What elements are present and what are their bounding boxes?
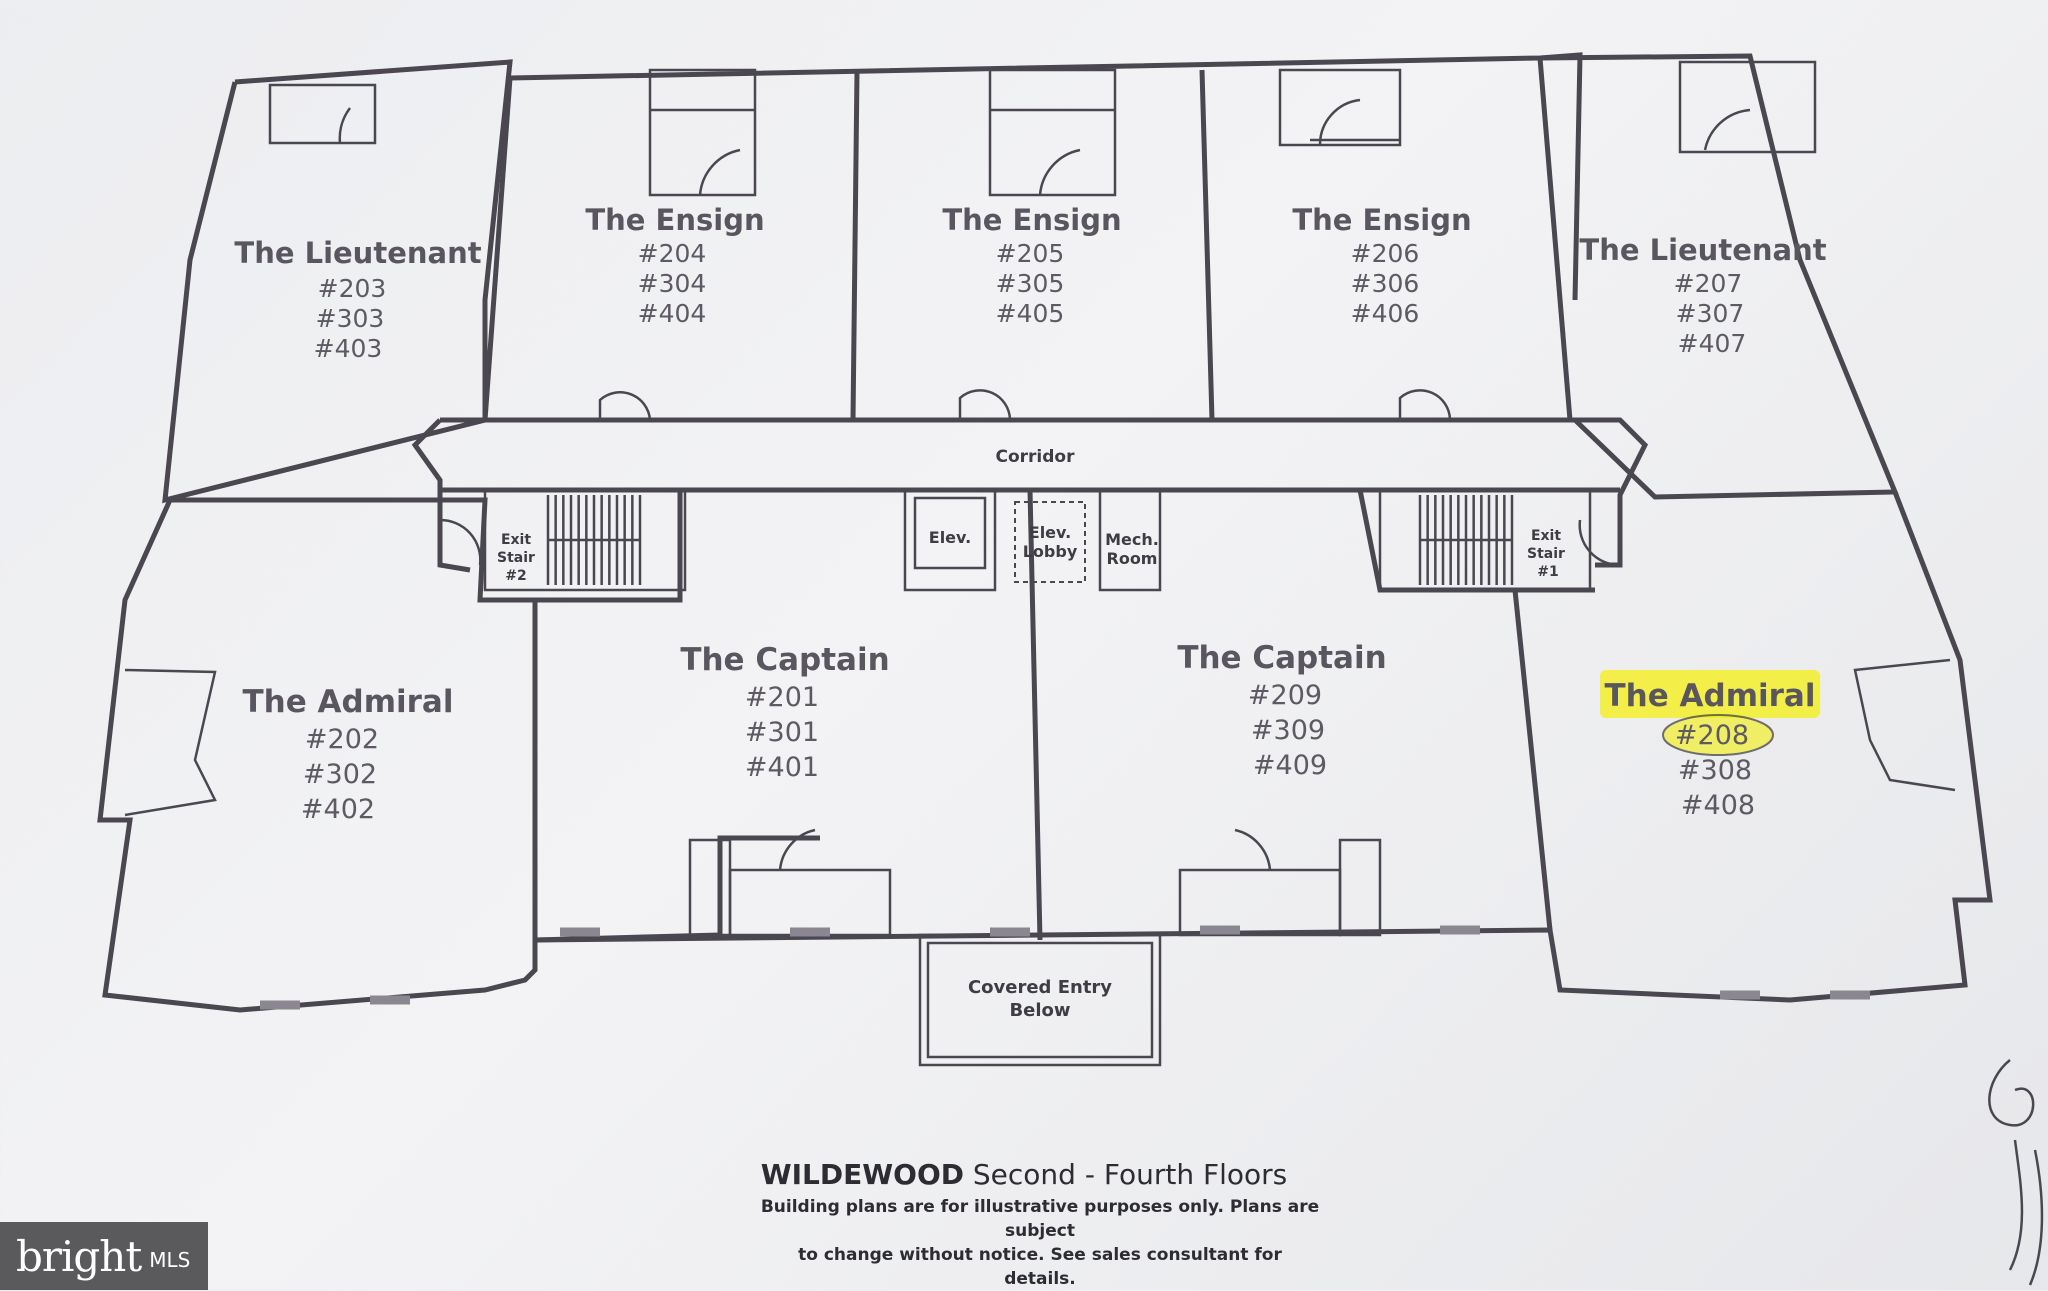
bottom-row-walls xyxy=(97,488,1993,1013)
svg-text:Exit: Exit xyxy=(501,532,531,548)
unit-number: #201 xyxy=(745,682,819,713)
unit-number: #401 xyxy=(745,752,819,783)
svg-text:Elev.: Elev. xyxy=(1029,523,1071,542)
highlight-marker xyxy=(1600,670,1820,718)
unit-lieutenant-left: The Lieutenant #203 #303 #403 xyxy=(234,236,481,363)
unit-number: #309 xyxy=(1251,715,1325,746)
unit-number: #206 xyxy=(1351,239,1420,268)
unit-number: #305 xyxy=(996,269,1065,298)
unit-number: #402 xyxy=(301,794,375,825)
corridor-label: Corridor xyxy=(996,447,1076,467)
unit-name: The Ensign xyxy=(942,203,1121,237)
unit-name: The Lieutenant xyxy=(234,236,481,270)
svg-text:#1: #1 xyxy=(1537,564,1558,580)
mech-room-label: Mech. Room xyxy=(1105,530,1159,568)
disclaimer-line-2: to change without notice. See sales cons… xyxy=(798,1245,1282,1289)
covered-entry xyxy=(918,933,1162,1067)
unit-ensign-3: The Ensign #206 #306 #406 xyxy=(1292,203,1471,328)
stair-treads xyxy=(546,495,1514,585)
unit-number: #403 xyxy=(314,334,383,363)
unit-number: #205 xyxy=(996,239,1065,268)
unit-name: The Ensign xyxy=(585,203,764,237)
unit-number: #301 xyxy=(745,717,819,748)
unit-number: #208 xyxy=(1675,720,1749,751)
unit-name: The Admiral xyxy=(243,684,454,720)
svg-text:Stair: Stair xyxy=(1527,546,1565,562)
exit-stair-2-label: Exit Stair #2 xyxy=(497,532,535,584)
disclaimer: Building plans are for illustrative purp… xyxy=(760,1195,1320,1291)
watermark-suffix: MLS xyxy=(149,1248,191,1272)
unit-captain-1: The Captain #201 #301 #401 xyxy=(680,642,889,783)
unit-number: #405 xyxy=(996,299,1065,328)
elev-lobby-label: Elev. Lobby xyxy=(1023,523,1078,561)
unit-ensign-2: The Ensign #205 #305 #405 xyxy=(942,203,1121,328)
unit-number: #408 xyxy=(1681,790,1755,821)
watermark-brand: bright xyxy=(16,1231,142,1281)
top-row-walls xyxy=(162,52,1899,504)
disclaimer-line-1: Building plans are for illustrative purp… xyxy=(760,1197,1320,1241)
unit-number: #307 xyxy=(1676,299,1745,328)
unit-number: #204 xyxy=(638,239,707,268)
svg-text:Stair: Stair xyxy=(497,550,535,566)
unit-number: #304 xyxy=(638,269,707,298)
svg-text:#2: #2 xyxy=(505,568,526,584)
unit-name: The Captain xyxy=(680,642,889,678)
unit-number: #302 xyxy=(303,759,377,790)
window-marks xyxy=(260,925,1870,1010)
plan-title-bold: WILDEWOOD xyxy=(760,1158,964,1191)
unit-number: #308 xyxy=(1678,755,1752,786)
unit-number: #407 xyxy=(1678,329,1747,358)
elev-label: Elev. xyxy=(929,528,971,547)
svg-text:Mech.: Mech. xyxy=(1105,530,1159,549)
svg-text:Exit: Exit xyxy=(1531,528,1561,544)
unit-number: #209 xyxy=(1248,680,1322,711)
plan-title: WILDEWOOD Second - Fourth Floors xyxy=(0,1158,2048,1191)
unit-name: The Ensign xyxy=(1292,203,1471,237)
unit-admiral-left: The Admiral #202 #302 #402 xyxy=(243,684,454,825)
plan-title-rest: Second - Fourth Floors xyxy=(972,1158,1288,1191)
unit-captain-2: The Captain #209 #309 #409 xyxy=(1177,640,1386,781)
unit-name: The Lieutenant xyxy=(1579,233,1826,267)
unit-ensign-1: The Ensign #204 #304 #404 xyxy=(585,203,764,328)
unit-number: #406 xyxy=(1351,299,1420,328)
circle-mark xyxy=(1662,714,1774,756)
svg-text:Lobby: Lobby xyxy=(1023,542,1078,561)
signature-scribble xyxy=(1988,1059,2044,1286)
unit-number: #306 xyxy=(1351,269,1420,298)
svg-text:Covered Entry: Covered Entry xyxy=(968,977,1112,998)
unit-number: #404 xyxy=(638,299,707,328)
unit-name: The Admiral xyxy=(1605,678,1816,714)
svg-text:Below: Below xyxy=(1009,1000,1070,1021)
top-closets xyxy=(268,60,1817,197)
unit-number: #207 xyxy=(1674,269,1743,298)
unit-number: #303 xyxy=(316,304,385,333)
unit-number: #202 xyxy=(305,724,379,755)
svg-text:Room: Room xyxy=(1107,549,1158,568)
unit-number: #409 xyxy=(1253,750,1327,781)
unit-admiral-right: The Admiral #208 #308 #408 xyxy=(1605,678,1816,821)
watermark-logo: bright MLS xyxy=(0,1222,208,1290)
exit-stair-1-label: Exit Stair #1 xyxy=(1527,528,1565,580)
unit-number: #203 xyxy=(318,274,387,303)
unit-lieutenant-right: The Lieutenant #207 #307 #407 xyxy=(1579,233,1826,358)
covered-entry-label: Covered Entry Below xyxy=(968,977,1112,1021)
unit-name: The Captain xyxy=(1177,640,1386,676)
